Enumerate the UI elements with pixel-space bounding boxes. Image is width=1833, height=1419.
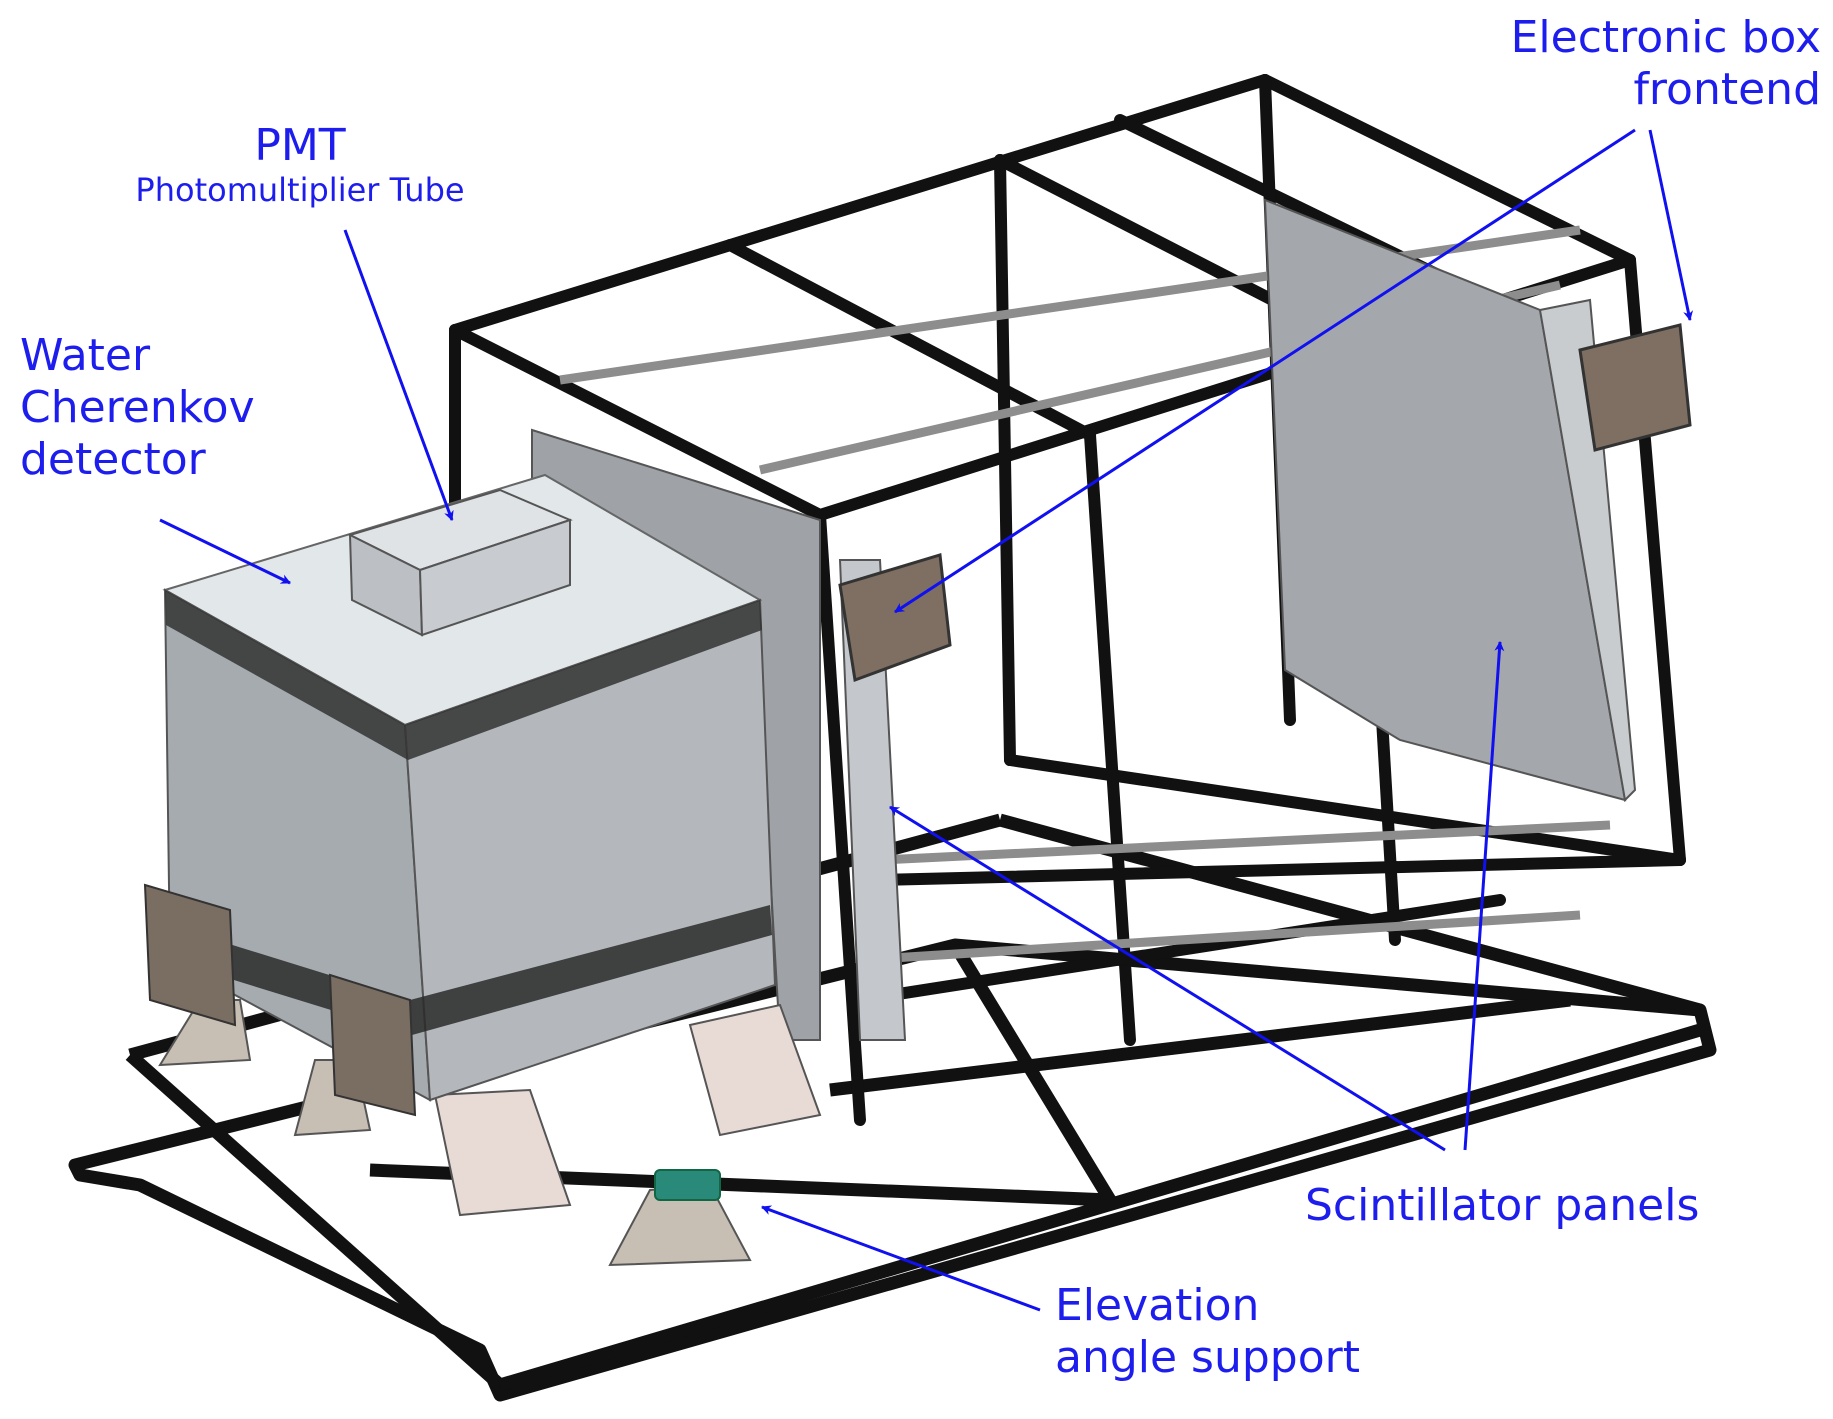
pmt-box [347, 488, 573, 637]
water-line2: Cherenkov [20, 381, 255, 433]
support-legs [158, 999, 822, 1267]
electronic-line1: Electronic box [1510, 12, 1821, 63]
water-line3: detector [20, 433, 206, 485]
electronic-arrow-front [894, 128, 1636, 614]
electronic-box-label: Electronic box frontend [1511, 12, 1821, 116]
elevation-line1: Elevation [1055, 1280, 1260, 1331]
tank-side-boxes [143, 883, 417, 1117]
water-cherenkov-label: Water Cherenkov detector [20, 330, 255, 486]
scintillator-arrow-front [889, 805, 1446, 1152]
pmt-title: PMT [254, 120, 346, 171]
pmt-label: PMT Photomultiplier Tube [100, 120, 500, 210]
elevation-arrow [761, 1205, 1041, 1312]
electronic-arrow-back [1648, 129, 1694, 321]
pmt-arrow [343, 229, 454, 521]
electronic-line2: frontend [1633, 63, 1821, 115]
elevation-motor [654, 1169, 721, 1201]
scintillator-arrow-back [1463, 641, 1505, 1151]
electronic-box-back [1578, 323, 1692, 452]
elevation-line2: angle support [1055, 1331, 1360, 1383]
scintillator-label: Scintillator panels [1305, 1180, 1699, 1232]
water-arrow [159, 518, 291, 585]
water-line1: Water [20, 330, 151, 381]
scintillator-panel-back [1263, 198, 1637, 803]
scintillator-text: Scintillator panels [1305, 1180, 1700, 1231]
arrows [159, 128, 1694, 1312]
pmt-subtitle: Photomultiplier Tube [135, 170, 465, 209]
electronic-box-front [838, 553, 952, 683]
elevation-label: Elevation angle support [1055, 1280, 1360, 1384]
